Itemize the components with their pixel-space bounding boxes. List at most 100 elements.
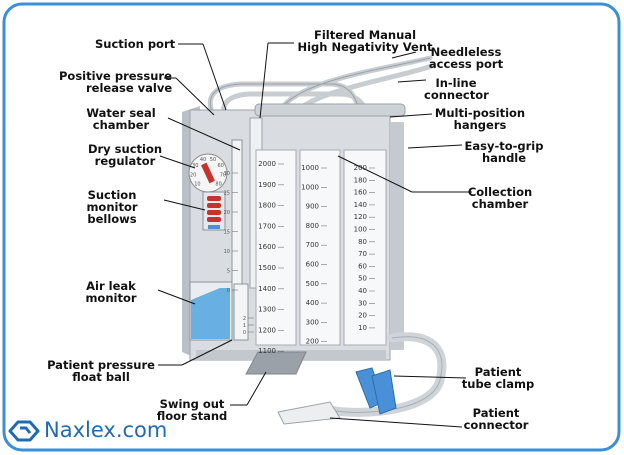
label-suction-bellows-line1: Suction bbox=[87, 188, 137, 202]
chamber3-scale-tick-1: 180 bbox=[354, 176, 367, 184]
label-inline-connector: In-line connector bbox=[424, 77, 489, 102]
water-seal-column bbox=[231, 139, 243, 291]
chamber3-scale-tick-6: 80 bbox=[358, 238, 367, 246]
label-air-leak-line1: Air leak bbox=[86, 279, 136, 293]
label-patient-connector-line2: connector bbox=[463, 418, 529, 432]
chamber3-scale-tick-4: 120 bbox=[354, 213, 367, 221]
chamber3-scale-tick-9: 50 bbox=[358, 275, 367, 283]
label-water-seal-line1: Water seal bbox=[86, 106, 156, 120]
label-swing-stand-line1: Swing out bbox=[159, 397, 225, 411]
naxlex-logo-text: Naxlex.com bbox=[44, 418, 168, 442]
chamber3-scale-tick-13: 10 bbox=[358, 324, 367, 332]
label-suction-bellows-line2: monitor bbox=[86, 200, 138, 214]
chamber2-scale-tick-4: 700 bbox=[306, 241, 319, 249]
chamber3-scale-tick-7: 70 bbox=[358, 250, 367, 258]
label-patient-connector: Patient connector bbox=[458, 407, 534, 431]
label-suction-bellows: Suction monitor bellows bbox=[81, 189, 143, 225]
label-suction-bellows-line3: bellows bbox=[87, 212, 137, 226]
naxlex-logo-icon bbox=[8, 420, 40, 442]
label-grip-handle-line2: handle bbox=[481, 151, 527, 165]
chamber1-scale-tick-7: 1300 bbox=[258, 306, 276, 314]
label-air-leak: Air leak monitor bbox=[73, 280, 149, 304]
chamber2-scale-tick-5: 600 bbox=[306, 261, 319, 269]
label-needleless-line2: access port bbox=[428, 57, 504, 71]
naxlex-logo bbox=[8, 420, 40, 442]
dial-tick-1: 20 bbox=[190, 173, 196, 179]
water-seal-scale-tick-0: 30 bbox=[224, 171, 230, 177]
label-filtered-vent: Filtered Manual High Negativity Vent bbox=[290, 29, 440, 53]
water-seal-scale-tick-2: 20 bbox=[224, 210, 230, 216]
chamber2-scale-tick-3: 800 bbox=[306, 222, 319, 230]
dial-tick-4: 50 bbox=[210, 157, 216, 163]
chamber1-scale-tick-5: 1500 bbox=[258, 264, 276, 272]
chamber1-scale-tick-2: 1800 bbox=[258, 202, 276, 210]
chamber2-scale-tick-7: 400 bbox=[306, 299, 319, 307]
label-grip-handle-line1: Easy-to-grip bbox=[464, 139, 544, 153]
water-seal-scale-tick-6: 0 bbox=[227, 288, 230, 294]
scale-ticks: 3025201510502000190018001700160015001400… bbox=[190, 157, 375, 355]
label-grip-handle: Easy-to-grip handle bbox=[458, 140, 550, 164]
chamber1-scale-tick-9: 1100 bbox=[258, 347, 276, 355]
air-leak-scale-tick-1: 1 bbox=[243, 323, 246, 329]
dial-tick-0: 10 bbox=[194, 182, 200, 188]
chamber1-scale-tick-3: 1700 bbox=[258, 222, 276, 230]
label-hangers: Multi-position hangers bbox=[428, 107, 532, 131]
chamber3-scale-tick-12: 20 bbox=[358, 312, 367, 320]
chamber3-scale-tick-2: 160 bbox=[354, 189, 367, 197]
label-collection-line1: Collection bbox=[467, 185, 533, 199]
water-seal-scale-tick-1: 25 bbox=[224, 191, 230, 197]
leader-lines bbox=[157, 42, 472, 428]
air-leak-scale-tick-2: 0 bbox=[243, 330, 246, 336]
chamber1-scale-tick-6: 1400 bbox=[258, 285, 276, 293]
patient-tube-clamp bbox=[355, 367, 397, 415]
label-patient-float-line1: Patient pressure bbox=[47, 358, 155, 372]
dial-tick-7: 80 bbox=[215, 182, 221, 188]
chamber3-scale-tick-3: 140 bbox=[354, 201, 367, 209]
label-dry-suction: Dry suction regulator bbox=[77, 143, 173, 167]
label-filtered-vent-line2: High Negativity Vent bbox=[297, 40, 433, 54]
label-collection: Collection chamber bbox=[464, 186, 536, 210]
label-inline-connector-line2: connector bbox=[424, 88, 489, 102]
chamber3-scale-tick-0: 200 bbox=[354, 164, 367, 172]
label-filtered-vent-line1: Filtered Manual bbox=[313, 28, 417, 42]
water-seal-scale-tick-4: 10 bbox=[224, 249, 230, 255]
label-swing-stand-line2: floor stand bbox=[156, 409, 228, 423]
air-leak-water bbox=[191, 288, 230, 339]
label-tube-clamp: Patient tube clamp bbox=[456, 366, 540, 390]
swing-out-floor-stand bbox=[245, 351, 307, 375]
chamber1-scale-tick-1: 1900 bbox=[258, 181, 276, 189]
chamber2-scale-tick-8: 300 bbox=[306, 318, 319, 326]
label-patient-float: Patient pressure float ball bbox=[43, 359, 159, 383]
chamber3-scale-tick-11: 30 bbox=[358, 299, 367, 307]
collection-scale-1 bbox=[255, 149, 297, 346]
chamber2-scale-tick-9: 200 bbox=[306, 338, 319, 346]
chamber2-scale-tick-0: 1000 bbox=[301, 164, 319, 172]
dial-tick-6: 70 bbox=[220, 173, 226, 179]
label-collection-line2: chamber bbox=[471, 197, 529, 211]
label-positive-pressure: Positive pressure release valve bbox=[59, 70, 172, 94]
label-water-seal: Water seal chamber bbox=[73, 107, 169, 131]
label-suction-port: Suction port bbox=[95, 38, 175, 50]
label-positive-pressure-line1: Positive pressure bbox=[59, 69, 172, 83]
dial-tick-3: 40 bbox=[200, 157, 206, 163]
water-seal-scale-tick-3: 15 bbox=[224, 230, 230, 236]
chamber3-scale-tick-5: 100 bbox=[354, 226, 367, 234]
collection-scale-2 bbox=[299, 149, 341, 346]
label-patient-float-line2: float ball bbox=[72, 370, 130, 384]
label-dry-suction-line1: Dry suction bbox=[87, 142, 163, 156]
label-tube-clamp-line2: tube clamp bbox=[461, 377, 535, 391]
water-seal-scale-tick-5: 5 bbox=[227, 269, 230, 275]
label-air-leak-line2: monitor bbox=[85, 291, 137, 305]
bellows-red bbox=[207, 196, 221, 222]
chamber1-scale-tick-4: 1600 bbox=[258, 243, 276, 251]
label-swing-stand: Swing out floor stand bbox=[150, 398, 234, 422]
label-dry-suction-line2: regulator bbox=[94, 154, 156, 168]
chamber2-scale-tick-6: 500 bbox=[306, 280, 319, 288]
chamber2-scale-tick-1: 1000 bbox=[301, 183, 319, 191]
label-tube-clamp-line1: Patient bbox=[474, 365, 522, 379]
chamber3-scale-tick-8: 60 bbox=[358, 262, 367, 270]
label-patient-connector-line1: Patient bbox=[472, 406, 520, 420]
label-needleless: Needleless access port bbox=[416, 46, 516, 70]
chamber3-scale-tick-10: 40 bbox=[358, 287, 367, 295]
